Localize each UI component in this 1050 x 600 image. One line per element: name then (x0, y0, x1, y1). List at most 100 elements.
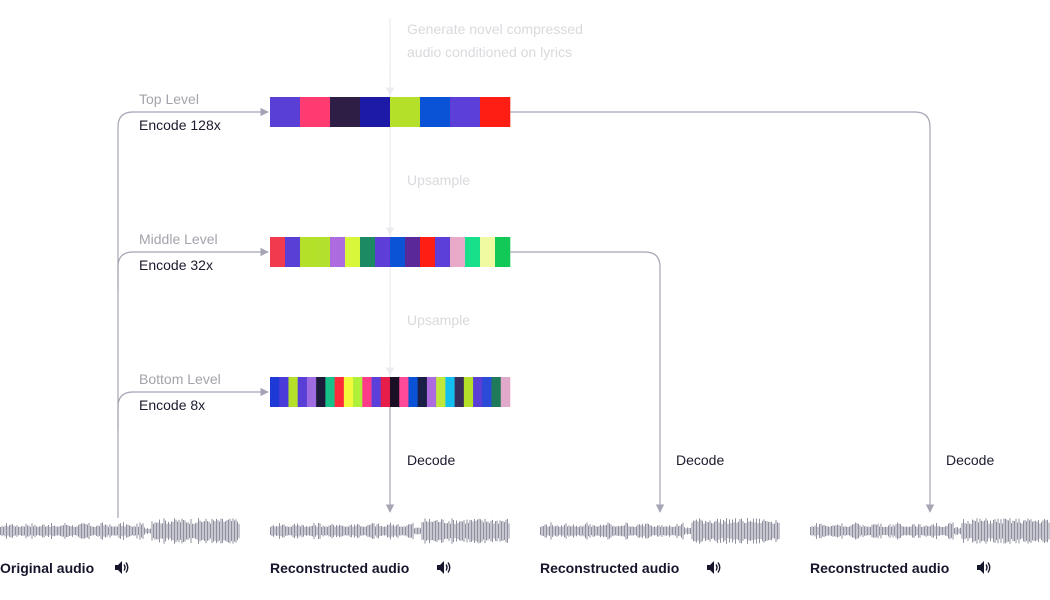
reconstructed-audio-label-1[interactable]: Reconstructed audio (270, 560, 409, 576)
waveform-bar (349, 525, 351, 537)
waveform-bar (687, 527, 688, 535)
waveform-bar (958, 528, 960, 534)
code-token (279, 377, 289, 407)
waveform-bar (960, 527, 961, 535)
waveform-bar (543, 526, 544, 536)
waveform-bar (196, 522, 198, 540)
reconstructed-audio-player-3[interactable]: Reconstructed audio (810, 560, 991, 576)
waveform-bar (142, 523, 144, 539)
waveform-bar (589, 524, 591, 538)
waveform-bar (640, 525, 642, 537)
original-audio-waveform[interactable] (0, 518, 240, 544)
reconstructed-audio-waveform-middle[interactable] (540, 518, 780, 544)
waveform-bar (849, 526, 850, 536)
waveform-bar (955, 527, 957, 535)
waveform-bar (934, 526, 936, 536)
reconstructed-audio-waveform-top[interactable] (810, 518, 1050, 544)
waveform-bar (681, 524, 682, 538)
waveform-bar (150, 528, 151, 534)
code-token (495, 237, 511, 267)
original-audio-label[interactable]: Original audio (0, 560, 94, 576)
reconstructed-audio-label-2[interactable]: Reconstructed audio (540, 560, 679, 576)
waveform-bar (201, 521, 202, 541)
speaker-icon[interactable] (115, 561, 129, 574)
code-token (465, 237, 481, 267)
code-token (297, 377, 308, 407)
speaker-icon[interactable] (707, 561, 721, 574)
waveform-bar (10, 524, 12, 538)
waveform-bar (187, 522, 189, 540)
waveform-bar (760, 522, 762, 540)
waveform-bar (58, 526, 60, 536)
waveform-bar (364, 526, 366, 536)
original-audio-player[interactable]: Original audio (0, 560, 129, 576)
waveform-bar (328, 525, 330, 537)
generate-note-line1: Generate novel compressed (407, 21, 583, 37)
waveform-bar (402, 527, 403, 535)
waveform-bar (271, 525, 273, 537)
waveform-bar (990, 520, 991, 542)
waveform-bar (0, 527, 1, 535)
code-token (306, 377, 317, 407)
waveform-bar (180, 522, 181, 540)
waveform-bar (51, 523, 52, 539)
waveform-bar (550, 522, 552, 540)
waveform-bar (1044, 518, 1045, 544)
code-token (343, 377, 354, 407)
waveform-bar (666, 526, 667, 536)
waveform-bar (385, 526, 387, 536)
waveform-bar (777, 522, 778, 540)
waveform-bar (495, 521, 496, 541)
waveform-bar (78, 525, 79, 537)
speaker-icon[interactable] (977, 561, 991, 574)
waveform-bar (652, 526, 654, 536)
waveform-bar (406, 525, 408, 537)
waveform-bar (277, 526, 279, 536)
waveform-bar (837, 524, 838, 538)
waveform-bar (769, 521, 771, 541)
waveform-bar (715, 520, 717, 542)
speaker-icon[interactable] (437, 561, 451, 574)
waveform-bar (357, 523, 358, 539)
waveform-bar (913, 524, 915, 538)
waveform-bar (927, 526, 928, 536)
waveform-bar (171, 521, 172, 541)
reconstructed-audio-player-1[interactable]: Reconstructed audio (270, 560, 451, 576)
waveform-bar (174, 518, 175, 544)
waveform-bar (273, 525, 274, 537)
waveform-bar (711, 522, 712, 540)
waveform-bar (360, 526, 361, 536)
waveform-bar (496, 520, 498, 542)
waveform-bar (553, 526, 555, 536)
reconstructed-audio-label-3[interactable]: Reconstructed audio (810, 560, 949, 576)
waveform-bar (15, 526, 16, 536)
waveform-bar (894, 526, 895, 536)
waveform-bar (610, 524, 612, 538)
code-token (371, 377, 382, 407)
waveform-bar (426, 521, 427, 541)
code-token (420, 97, 451, 127)
waveform-bar (978, 522, 979, 540)
waveform-bar (1012, 520, 1014, 542)
code-token (480, 97, 511, 127)
waveform-bar (462, 521, 463, 541)
waveform-bar (352, 526, 354, 536)
waveform-bar (564, 524, 565, 538)
waveform-bar (481, 520, 483, 542)
waveform-bar (154, 522, 156, 540)
waveform-bar (700, 519, 702, 543)
reconstructed-audio-player-2[interactable]: Reconstructed audio (540, 560, 721, 576)
waveform-bar (889, 524, 891, 538)
waveform-bar (844, 526, 846, 536)
code-token (417, 377, 428, 407)
waveform-bar (676, 523, 678, 539)
code-token (436, 377, 446, 407)
waveform-bar (646, 523, 648, 539)
waveform-bar (214, 521, 216, 541)
waveform-bar (828, 526, 829, 536)
waveform-bar (147, 528, 148, 534)
waveform-bar (669, 525, 670, 537)
waveform-bar (949, 522, 951, 540)
waveform-bar (1009, 518, 1011, 544)
reconstructed-audio-waveform-bottom[interactable] (270, 518, 510, 544)
